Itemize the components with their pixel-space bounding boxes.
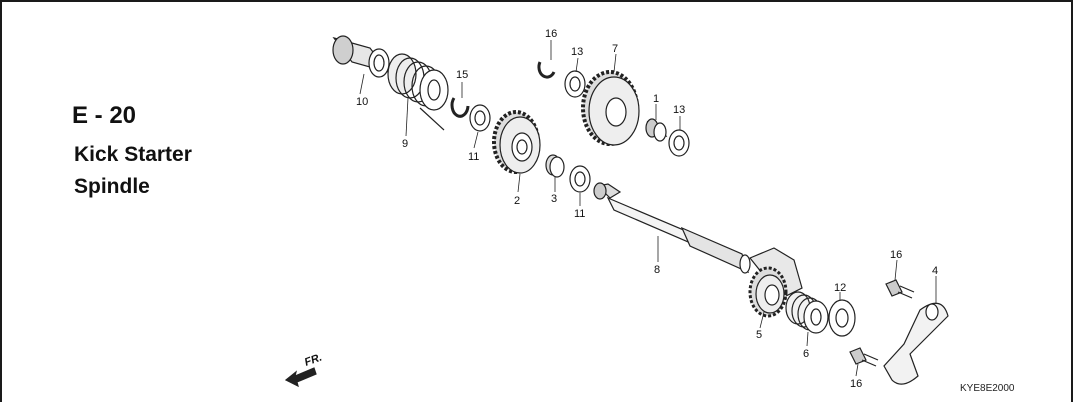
callout-16b: 16 [850,378,862,390]
callout-11a: 11 [468,151,479,163]
callout-13a: 13 [571,46,583,58]
callout-12: 12 [834,282,846,294]
callout-7: 7 [612,43,618,55]
direction-arrow-icon [284,367,317,388]
callout-9: 9 [402,138,408,150]
section-code: E - 20 [72,102,137,129]
part-bolt-16b [849,347,879,367]
part-bolt-16a [885,279,915,299]
callout-10: 10 [356,96,368,108]
part-washer-13a [564,70,586,98]
part-washer-11b [569,165,591,193]
part-arm-4 [883,302,949,385]
section-title-line2: Spindle [74,175,150,198]
callout-4: 4 [932,265,938,277]
direction-label: FR. [303,351,324,368]
part-gear-2 [492,110,541,174]
part-ratchet-5 [748,247,803,318]
callout-16a: 16 [890,249,902,261]
callout-14: 15 [456,69,468,81]
section-title-line1: Kick Starter [74,143,192,166]
part-gear-7 [581,70,640,146]
callout-6: 6 [803,348,809,360]
callout-2: 2 [514,195,520,207]
callout-13b: 13 [673,104,685,116]
callout-1: 1 [653,93,659,105]
leader-lines [359,40,937,377]
part-spring [387,53,449,131]
part-collar-3 [545,154,565,178]
part-collar [332,35,390,78]
part-bushing-1 [645,118,668,142]
part-snap-ring-14 [450,97,470,118]
part-washer-12 [828,299,856,337]
callout-3: 3 [551,193,557,205]
callout-5: 5 [756,329,762,341]
part-washer-11a [469,104,491,132]
part-snap-ring-15 [537,61,556,79]
callout-labels: 10 9 15 11 2 16 13 7 1 13 3 11 8 5 6 12 … [303,28,938,390]
reference-code: KYE8E2000 [960,383,1015,394]
part-ratchet-spring-6 [785,291,829,334]
callout-8: 8 [654,264,660,276]
callout-15: 16 [545,28,557,40]
part-spindle-8 [593,182,751,274]
part-washer-13b [668,129,690,157]
callout-11b: 11 [574,208,585,220]
